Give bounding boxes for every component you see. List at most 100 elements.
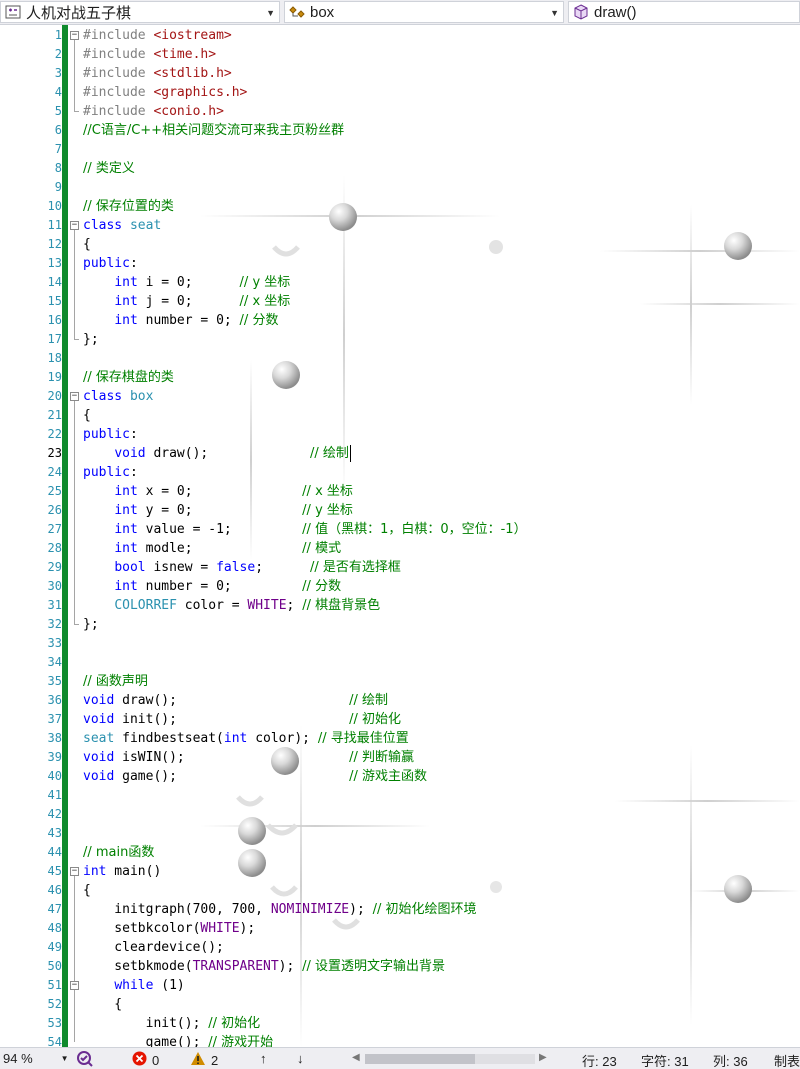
code-line[interactable]: int y = 0; // y 坐标 <box>83 501 353 520</box>
code-line[interactable]: initgraph(700, 700, NOMINIMIZE); // 初始化绘… <box>83 900 476 919</box>
code-line[interactable]: int main() <box>83 862 161 881</box>
code-token: setbkcolor( <box>83 921 201 936</box>
code-line[interactable]: }; <box>83 330 99 349</box>
code-line[interactable]: { <box>83 406 91 425</box>
collapse-icon[interactable]: − <box>70 980 79 990</box>
code-line[interactable]: #include <iostream> <box>83 26 232 45</box>
line-number: 54 <box>47 1035 62 1047</box>
code-line[interactable]: // 保存棋盘的类 <box>83 368 174 387</box>
chevron-down-icon[interactable]: ▼ <box>60 1054 69 1063</box>
code-token: // y 坐标 <box>302 503 353 518</box>
collapse-icon[interactable]: − <box>70 30 79 40</box>
code-line[interactable]: // 类定义 <box>83 159 135 178</box>
code-line[interactable]: #include <graphics.h> <box>83 83 247 102</box>
indent-mode[interactable]: 制表 <box>774 1054 800 1069</box>
code-line[interactable]: { <box>83 235 91 254</box>
code-line[interactable]: { <box>83 881 91 900</box>
code-line[interactable]: void draw(); // 绘制 <box>83 691 388 710</box>
cursor-column: 列: 36 <box>713 1054 748 1069</box>
error-icon <box>132 1051 147 1069</box>
code-line[interactable]: public: <box>83 254 138 273</box>
code-line[interactable]: int number = 0; // 分数 <box>83 311 278 330</box>
code-line[interactable]: setbkmode(TRANSPARENT); // 设置透明文字输出背景 <box>83 957 445 976</box>
code-line[interactable]: void game(); // 游戏主函数 <box>83 767 427 786</box>
code-token: while <box>114 978 154 993</box>
code-line[interactable]: int i = 0; // y 坐标 <box>83 273 290 292</box>
member-dropdown[interactable]: draw() <box>568 1 800 23</box>
code-line[interactable]: int value = -1; // 值（黑棋：1，白棋：0，空位：-1） <box>83 520 526 539</box>
scroll-right-icon[interactable]: ▶ <box>539 1052 547 1063</box>
code-line[interactable]: while (1) <box>83 976 184 995</box>
code-token: draw(); <box>145 446 310 461</box>
chevron-down-icon[interactable]: ▼ <box>550 8 559 18</box>
collapse-icon[interactable]: − <box>70 220 79 230</box>
code-line[interactable]: seat findbestseat(int color); // 寻找最佳位置 <box>83 729 409 748</box>
code-token <box>83 541 114 556</box>
outline-end <box>74 339 79 340</box>
code-token <box>83 579 114 594</box>
code-line[interactable]: void isWIN(); // 判断输赢 <box>83 748 414 767</box>
code-line[interactable]: public: <box>83 425 138 444</box>
line-number: 29 <box>47 560 62 574</box>
code-token: // 函数声明 <box>83 674 148 689</box>
project-dropdown[interactable]: 人机对战五子棋 ▼ <box>0 1 280 23</box>
cursor-line: 行: 23 <box>582 1054 617 1069</box>
code-line[interactable]: setbkcolor(WHITE); <box>83 919 255 938</box>
code-line[interactable]: init(); // 初始化 <box>83 1014 261 1033</box>
code-line[interactable]: int x = 0; // x 坐标 <box>83 482 353 501</box>
collapse-icon[interactable]: − <box>70 391 79 401</box>
code-line[interactable]: cleardevice(); <box>83 938 224 957</box>
line-number: 14 <box>47 275 62 289</box>
code-line[interactable]: bool isnew = false; // 是否有选择框 <box>83 558 401 577</box>
code-line[interactable]: class seat <box>83 216 161 235</box>
scrollbar-thumb[interactable] <box>365 1054 475 1064</box>
code-line[interactable]: // 保存位置的类 <box>83 197 174 216</box>
line-number: 35 <box>47 674 62 688</box>
code-line[interactable]: COLORREF color = WHITE; // 棋盘背景色 <box>83 596 380 615</box>
code-line[interactable]: }; <box>83 615 99 634</box>
code-line[interactable]: int modle; // 模式 <box>83 539 341 558</box>
code-line[interactable]: #include <conio.h> <box>83 102 224 121</box>
warning-count[interactable]: 2 <box>190 1051 218 1069</box>
code-token: // main函数 <box>83 845 155 860</box>
previous-issue-arrow-up-icon[interactable]: ↑ <box>260 1051 267 1066</box>
code-line[interactable]: { <box>83 995 122 1014</box>
code-token: seat <box>83 731 115 746</box>
line-number: 1 <box>54 28 62 42</box>
project-icon <box>4 3 22 21</box>
code-line[interactable]: void init(); // 初始化 <box>83 710 401 729</box>
code-token: cleardevice(); <box>83 940 224 955</box>
code-token: color = <box>176 598 248 613</box>
code-token: <graphics.h> <box>153 85 248 100</box>
collapse-icon[interactable]: − <box>70 866 79 876</box>
line-number: 52 <box>47 997 62 1011</box>
navigation-bar: 人机对战五子棋 ▼ box ▼ draw() <box>0 0 800 25</box>
code-line[interactable]: public: <box>83 463 138 482</box>
error-count[interactable]: 0 <box>132 1051 159 1069</box>
code-line[interactable]: void draw(); // 绘制 <box>83 444 349 463</box>
code-line[interactable]: //C语言/C++相关问题交流可来我主页粉丝群 <box>83 121 344 140</box>
code-line[interactable]: #include <stdlib.h> <box>83 64 232 83</box>
scroll-left-icon[interactable]: ◀ <box>352 1052 360 1063</box>
chevron-down-icon[interactable]: ▼ <box>266 8 275 18</box>
code-line[interactable]: game(); // 游戏开始 <box>83 1033 274 1047</box>
code-line[interactable]: class box <box>83 387 153 406</box>
code-line[interactable]: int number = 0; // 分数 <box>83 577 341 596</box>
outlining-margin[interactable]: − − − − − <box>68 25 82 1047</box>
code-line[interactable]: // 函数声明 <box>83 672 148 691</box>
scope-dropdown[interactable]: box ▼ <box>284 1 564 23</box>
code-token: { <box>83 997 123 1012</box>
code-health-icon[interactable] <box>76 1050 94 1067</box>
horizontal-scrollbar[interactable] <box>365 1054 535 1064</box>
status-bar: 94 %▼ 0 2 ↑ ↓ ◀ ▶ 行: 23 字符: 31 列: 36 制表 <box>0 1047 800 1069</box>
code-line[interactable]: int j = 0; // x 坐标 <box>83 292 290 311</box>
code-line[interactable]: #include <time.h> <box>83 45 216 64</box>
next-issue-arrow-down-icon[interactable]: ↓ <box>297 1051 304 1066</box>
code-token: // 绘制 <box>310 446 349 461</box>
code-token: int <box>114 579 138 594</box>
code-token: x = 0; <box>137 484 303 499</box>
line-number: 49 <box>47 940 62 954</box>
code-line[interactable]: // main函数 <box>83 843 154 862</box>
zoom-level[interactable]: 94 %▼ <box>3 1051 69 1066</box>
